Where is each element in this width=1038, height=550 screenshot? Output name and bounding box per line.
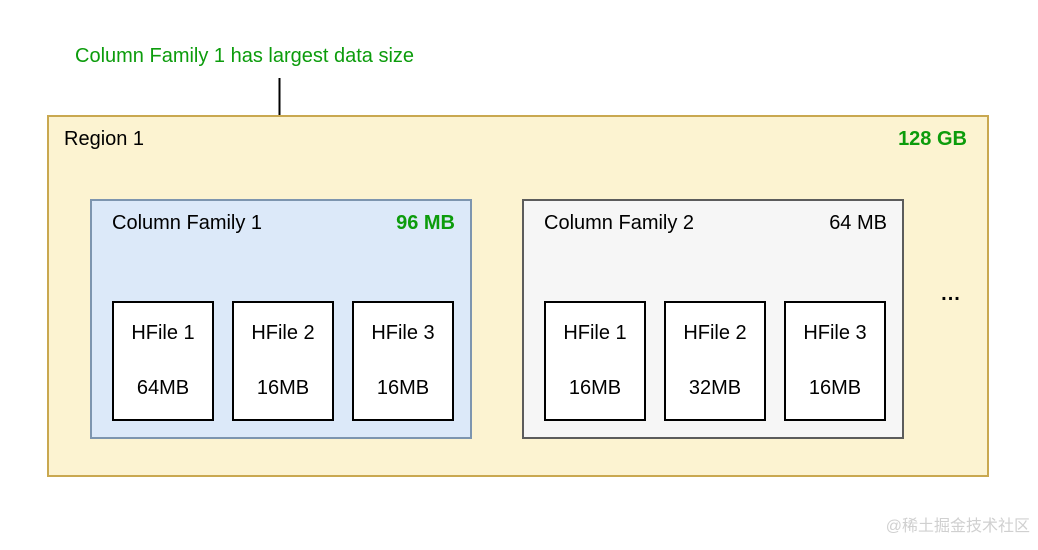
hfile-size: 16MB [808,377,862,399]
column-family-1-box: Column Family 1 96 MB HFile 1 64MB HFile… [90,199,472,439]
hfile-name: HFile 1 [131,322,195,344]
cf2-hfile-2-box: HFile 2 32MB [664,301,766,421]
hfile-name: HFile 3 [371,322,435,344]
column-family-2-size: 64 MB [829,212,887,234]
more-column-families-ellipsis: ... [941,283,961,305]
watermark-text: @稀土掘金技术社区 [885,518,1030,535]
column-family-2-box: Column Family 2 64 MB HFile 1 16MB HFile… [522,199,904,439]
column-family-1-title: Column Family 1 [112,212,263,234]
hfile-size: 64MB [136,377,190,399]
region-size-badge: 128 GB [898,128,967,150]
hfile-size: 32MB [688,377,742,399]
hfile-name: HFile 1 [563,322,627,344]
cf2-hfile-3-box: HFile 3 16MB [784,301,886,421]
hfile-name: HFile 2 [251,322,315,344]
cf2-hfile-1-box: HFile 1 16MB [544,301,646,421]
hfile-name: HFile 2 [683,322,747,344]
hfile-name: HFile 3 [803,322,867,344]
cf1-hfile-1-box: HFile 1 64MB [112,301,214,421]
hfile-size: 16MB [376,377,430,399]
region-box: Region 1 128 GB Column Family 1 96 MB HF… [47,115,989,477]
annotation-label: Column Family 1 has largest data size [75,45,415,67]
region-title: Region 1 [64,128,145,150]
cf1-hfile-2-box: HFile 2 16MB [232,301,334,421]
column-family-2-title: Column Family 2 [544,212,695,234]
hfile-size: 16MB [256,377,310,399]
hfile-size: 16MB [568,377,622,399]
cf1-hfile-3-box: HFile 3 16MB [352,301,454,421]
column-family-1-size: 96 MB [396,212,455,234]
